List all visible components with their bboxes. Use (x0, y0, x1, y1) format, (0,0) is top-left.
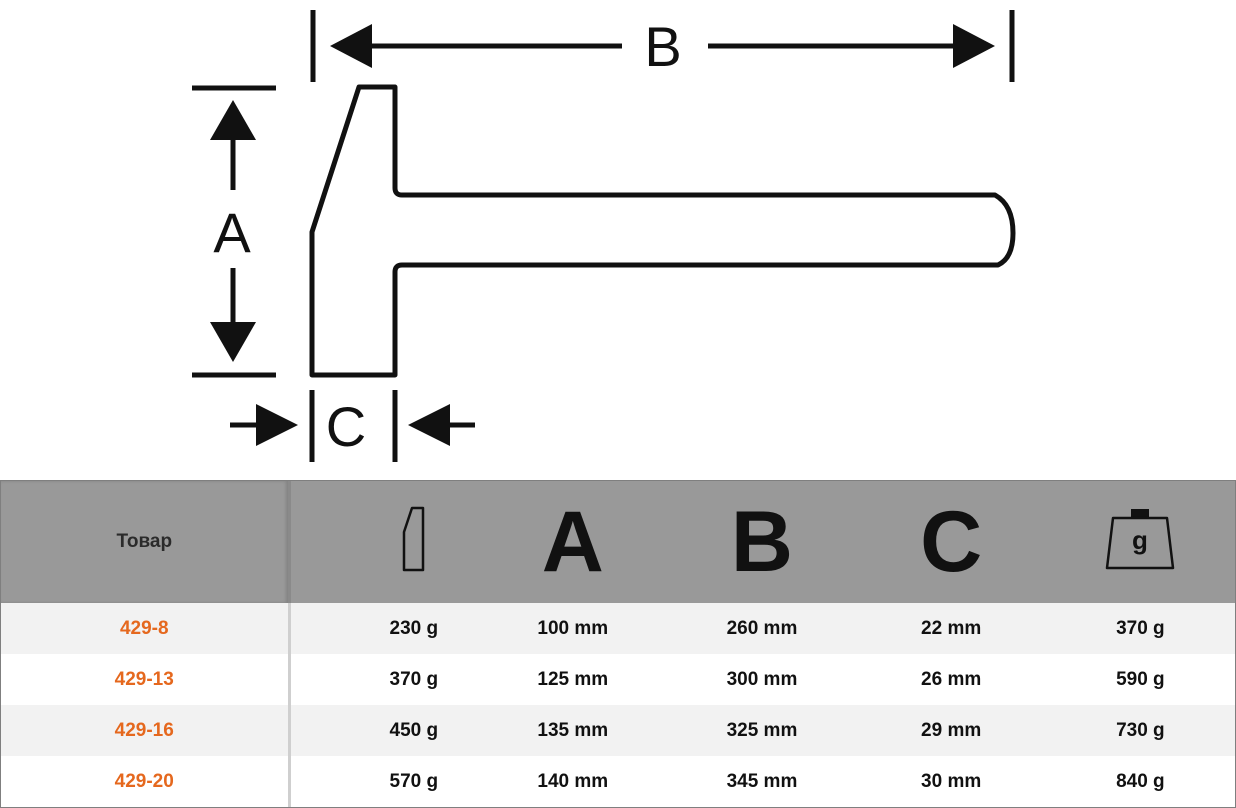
hammer-outline (309, 84, 1016, 378)
total-weight-cell: 730 g (1116, 719, 1165, 741)
table-row: 429-20 570 g 140 mm 345 mm 30 mm 840 g (1, 756, 1235, 807)
dimension-b: B (310, 10, 1015, 82)
arrow-up-icon (210, 100, 256, 140)
header-a-letter: A (541, 494, 604, 590)
table-header-row: Товар A B C g (1, 481, 1235, 603)
arrow-down-icon (210, 322, 256, 362)
dimension-c-cell: 22 mm (921, 617, 982, 639)
total-weight-cell: 590 g (1116, 668, 1165, 690)
dimension-a-cell: 135 mm (537, 719, 609, 741)
arrow-left-icon (330, 24, 372, 68)
product-code[interactable]: 429-16 (1, 705, 291, 756)
specification-table: Товар A B C g (1, 481, 1235, 807)
head-weight-cell: 450 g (389, 719, 439, 741)
head-weight-cell: 570 g (389, 770, 439, 792)
dimension-b-cell: 260 mm (726, 617, 798, 639)
table-row: 429-16 450 g 135 mm 325 mm 29 mm 730 g (1, 705, 1235, 756)
dimension-a-cell: 125 mm (537, 668, 609, 690)
total-weight-cell: 370 g (1116, 617, 1165, 639)
dimension-c-label: C (326, 395, 366, 458)
header-product: Товар (1, 481, 291, 603)
dimension-a-label: A (213, 201, 251, 264)
dimension-b-cell: 345 mm (726, 770, 798, 792)
header-c-letter: C (920, 494, 983, 590)
dimension-a-cell: 140 mm (537, 770, 609, 792)
dimension-b-cell: 300 mm (726, 668, 798, 690)
hammer-head-profile-icon (402, 506, 425, 572)
svg-text:g: g (1132, 525, 1148, 555)
arrow-right-icon (256, 404, 298, 446)
dimension-b-cell: 325 mm (726, 719, 798, 741)
dimension-b-label: B (644, 15, 681, 78)
dimension-c-cell: 29 mm (921, 719, 982, 741)
dimension-a: A (192, 85, 276, 378)
header-b: B (667, 481, 856, 603)
hammer-dimension-diagram: B A C (192, 10, 1016, 462)
dimension-c-cell: 26 mm (921, 668, 982, 690)
product-code[interactable]: 429-8 (1, 603, 291, 654)
header-b-letter: B (730, 494, 794, 590)
total-weight-cell: 840 g (1116, 770, 1165, 792)
head-weight-cell: 230 g (389, 617, 439, 639)
header-total-weight: g (1046, 481, 1235, 603)
dimension-c-cell: 30 mm (921, 770, 982, 792)
weight-icon: g (1106, 509, 1175, 570)
specification-table-wrapper: Товар A B C g (0, 480, 1236, 808)
header-a: A (478, 481, 667, 603)
dimension-c: C (230, 390, 475, 462)
header-head-weight (289, 481, 478, 603)
header-c: C (857, 481, 1046, 603)
table-row: 429-13 370 g 125 mm 300 mm 26 mm 590 g (1, 654, 1235, 705)
product-code[interactable]: 429-13 (1, 654, 291, 705)
table-row: 429-8 230 g 100 mm 260 mm 22 mm 370 g (1, 603, 1235, 654)
dimension-a-cell: 100 mm (537, 617, 609, 639)
product-code[interactable]: 429-20 (1, 756, 291, 807)
arrow-right-icon (953, 24, 995, 68)
arrow-left-icon (408, 404, 450, 446)
head-weight-cell: 370 g (389, 668, 439, 690)
